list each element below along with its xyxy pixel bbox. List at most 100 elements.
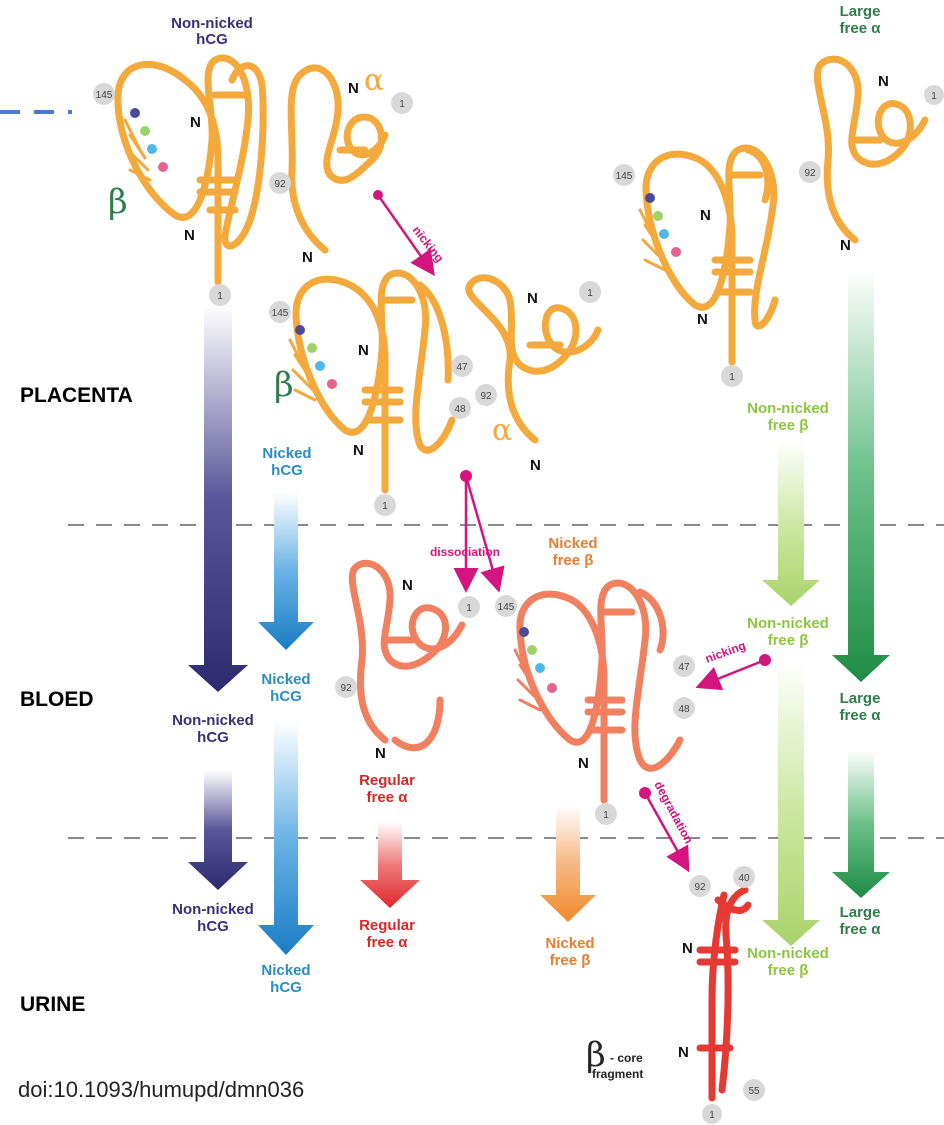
label-large-free-alpha-blood-1: Large — [840, 690, 881, 707]
residue-badge: 92 — [475, 384, 497, 406]
label-large-free-alpha-urine-1: Large — [840, 904, 881, 921]
molecule-nonnicked-free-beta — [640, 148, 775, 362]
n-terminus: N — [840, 237, 851, 254]
n-terminus: N — [527, 290, 538, 307]
svg-text:1: 1 — [587, 288, 593, 299]
label-nicked-hcg-placenta-1: Nicked — [262, 445, 311, 462]
svg-text:145: 145 — [616, 171, 633, 182]
arrow-nicked-free-beta — [540, 805, 596, 922]
section-label-bloed: BLOED — [20, 688, 94, 711]
label-nicked-free-beta-blood-2: free β — [553, 552, 594, 569]
residue-badge: 145 — [495, 595, 517, 617]
label-nonnicked-hcg-top-1: Non-nicked — [171, 15, 253, 32]
glycan-dot — [547, 683, 557, 693]
label-regular-free-alpha-blood-2: free α — [367, 789, 409, 806]
residue-badge: 92 — [799, 161, 821, 183]
label-dissociation: dissociation — [430, 545, 500, 559]
arrow-regular-free-alpha — [360, 822, 420, 908]
residue-badge: 1 — [579, 281, 601, 303]
label-nicked-hcg-blood-2: hCG — [270, 688, 302, 705]
label-regular-free-alpha-urine-2: free α — [367, 934, 409, 951]
svg-text:48: 48 — [678, 704, 690, 715]
molecule-large-free-alpha — [817, 59, 925, 240]
label-nonnicked-hcg-urine-1: Non-nicked — [172, 901, 254, 918]
dissociation-arrow-right — [466, 476, 498, 588]
n-terminus: N — [682, 940, 693, 957]
section-label-placenta: PLACENTA — [20, 384, 133, 407]
svg-text:145: 145 — [96, 90, 113, 101]
arrow-nonnicked-free-beta-placenta-blood — [762, 440, 820, 606]
alpha-symbol: α — [364, 63, 384, 98]
label-nonnicked-hcg-blood-1: Non-nicked — [172, 712, 254, 729]
glycan-dot — [140, 126, 150, 136]
label-nicking-blood: nicking — [703, 638, 747, 666]
svg-text:92: 92 — [694, 882, 706, 893]
doi-text: doi:10.1093/humupd/dmn036 — [18, 1077, 304, 1102]
residue-badge: 48 — [673, 697, 695, 719]
residue-badge: 145 — [269, 301, 291, 323]
svg-text:1: 1 — [603, 810, 609, 821]
svg-text:1: 1 — [466, 603, 472, 614]
residue-badge: 1 — [209, 284, 231, 306]
svg-text:47: 47 — [678, 662, 690, 673]
glycan-dot — [130, 108, 140, 118]
n-terminus: N — [184, 227, 195, 244]
arrow-nicked-hcg-placenta-blood — [258, 492, 314, 650]
molecule-nicked-free-beta — [515, 583, 680, 800]
label-nonnicked-free-beta-placenta-1: Non-nicked — [747, 400, 829, 417]
beta-chain-nicked — [296, 273, 452, 490]
n-terminus: N — [700, 207, 711, 224]
arrow-nonnicked-free-beta-blood-urine — [762, 660, 820, 946]
alpha-symbol: α — [492, 413, 512, 448]
svg-text:48: 48 — [454, 404, 466, 415]
glycan-dot — [527, 645, 537, 655]
glycan-dot — [671, 247, 681, 257]
label-nonnicked-free-beta-placenta-2: free β — [768, 417, 809, 434]
n-terminus: N — [358, 342, 369, 359]
glycan-dot — [535, 663, 545, 673]
n-terminus: N — [697, 311, 708, 328]
beta-core-label-2: fragment — [592, 1067, 643, 1081]
label-regular-free-alpha-urine-1: Regular — [359, 917, 415, 934]
n-terminus: N — [302, 249, 313, 266]
glycan-dot — [315, 361, 325, 371]
glycan-dot — [307, 343, 317, 353]
glycan-dot — [158, 162, 168, 172]
residue-badge: 92 — [689, 875, 711, 897]
label-nicked-free-beta-urine-1: Nicked — [545, 935, 594, 952]
label-nicked-free-beta-urine-2: free β — [550, 952, 591, 969]
svg-text:1: 1 — [709, 1110, 715, 1121]
svg-text:55: 55 — [748, 1086, 760, 1097]
glycan-dot — [659, 229, 669, 239]
label-nonnicked-free-beta-urine-2: free β — [768, 962, 809, 979]
beta-symbol: β — [108, 182, 128, 222]
label-degradation: degradation — [651, 779, 696, 846]
n-terminus: N — [678, 1044, 689, 1061]
label-nonnicked-free-beta-blood-2: free β — [768, 632, 809, 649]
residue-badge: 48 — [449, 397, 471, 419]
residue-badge: 1 — [702, 1104, 722, 1124]
section-label-urine: URINE — [20, 993, 85, 1016]
n-terminus: N — [375, 745, 386, 762]
residue-badge: 145 — [93, 83, 115, 105]
svg-text:1: 1 — [729, 372, 735, 383]
n-terminus: N — [402, 577, 413, 594]
label-nonnicked-hcg-urine-2: hCG — [197, 918, 229, 935]
residue-badge: 1 — [458, 596, 480, 618]
svg-text:1: 1 — [217, 291, 223, 302]
svg-text:1: 1 — [931, 91, 937, 102]
label-large-free-alpha-top-1: Large — [840, 3, 881, 20]
label-large-free-alpha-top-2: free α — [840, 20, 882, 37]
label-nicking-top: nicking — [410, 223, 447, 265]
molecule-nonnicked-hcg — [118, 58, 385, 282]
residue-badge: 1 — [924, 85, 944, 105]
glycan-dot — [295, 325, 305, 335]
n-terminus: N — [190, 114, 201, 131]
arrow-large-free-alpha-blood-urine — [832, 750, 890, 898]
glycan-dot — [645, 193, 655, 203]
svg-text:145: 145 — [498, 602, 515, 613]
glycan-dot — [147, 144, 157, 154]
residue-badge: 1 — [391, 92, 413, 114]
svg-text:92: 92 — [804, 168, 816, 179]
